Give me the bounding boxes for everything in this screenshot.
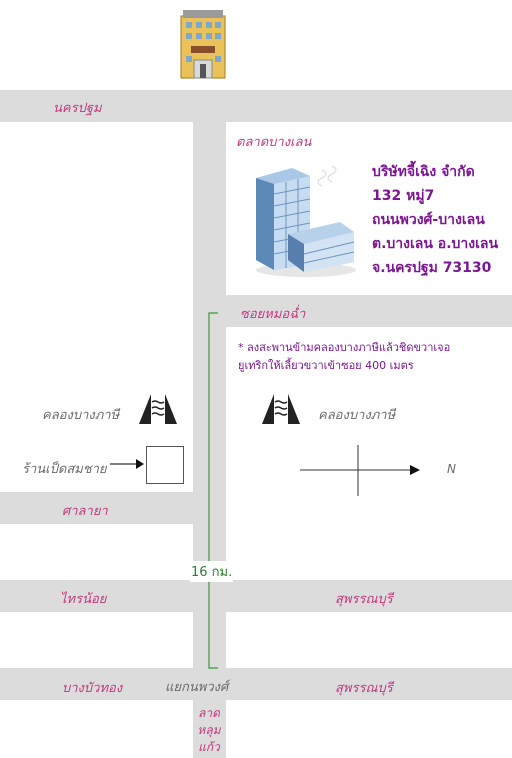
arrow-right-icon <box>110 459 144 469</box>
route-distance: 16 กม. <box>190 561 234 582</box>
road-top <box>0 90 512 122</box>
road-middle <box>0 580 512 612</box>
bridge-icon <box>262 394 300 424</box>
office-building-icon <box>256 165 356 277</box>
north-label: N <box>447 462 456 476</box>
bridge-icon <box>139 394 177 424</box>
company-address-1: 132 หมู่7 <box>372 188 435 204</box>
note-line-2: ยูเทริกให้เลี้ยวขวาเข้าซอย 400 เมตร <box>238 359 414 372</box>
road-label-soi: ซอยหมอฉ่ำ <box>240 307 306 322</box>
school-building-icon <box>180 10 226 79</box>
road-bottom <box>0 668 512 700</box>
road-label-suphan-1: สุพรรณบุรี <box>335 592 393 607</box>
road-sala <box>0 492 193 524</box>
company-address-3: ต.บางเลน อ.บางเลน <box>372 236 499 252</box>
company-address-2: ถนนพวงศ์-บางเลน <box>372 212 485 228</box>
company-address-4: จ.นครปฐม 73130 <box>372 260 492 276</box>
road-label-sala: ศาลายา <box>62 504 108 519</box>
road-label-ladlumkaew: ลาด หลุม แก้ว <box>197 706 221 754</box>
note-line-1: * ลงสะพานข้ามคลองบางภาษีแล้วชิดขวาเจอ <box>238 341 451 354</box>
market-label: ตลาดบางเลน <box>236 135 312 150</box>
canal-label-left: คลองบางภาษี <box>42 408 120 423</box>
direction-note: * ลงสะพานข้ามคลองบางภาษีแล้วชิดขวาเจอ ยู… <box>238 339 450 375</box>
canal-label-right: คลองบางภาษี <box>318 408 396 423</box>
road-label-bangbuathong: บางบัวทอง <box>62 681 123 696</box>
compass-icon <box>300 445 420 496</box>
junction-label: แยกนพวงศ์ <box>165 680 229 695</box>
company-name: บริษัทจี้เฉิง จำกัด <box>372 164 475 180</box>
company-info: บริษัทจี้เฉิง จำกัด 132 หมู่7 ถนนพวงศ์-บ… <box>372 160 498 280</box>
shop-label: ร้านเป็ดสมชาย <box>22 462 107 477</box>
road-label-nakhonpathom: นครปฐม <box>53 101 102 116</box>
shop-marker <box>146 446 184 484</box>
road-soi <box>226 295 512 327</box>
road-label-suphan-2: สุพรรณบุรี <box>335 681 393 696</box>
road-label-sainoi: ไทรน้อย <box>60 592 107 607</box>
